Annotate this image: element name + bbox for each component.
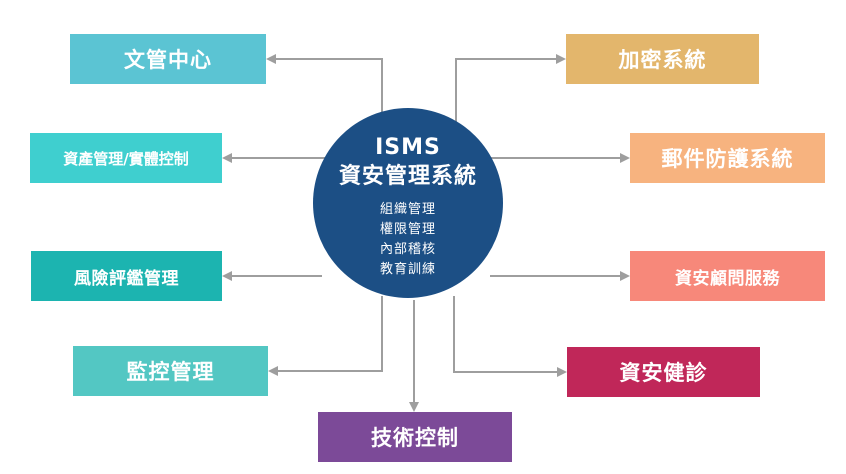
hub-item: 內部稽核 <box>379 242 436 257</box>
connector-docs-center <box>266 54 383 135</box>
node-label: 監控管理 <box>126 360 215 384</box>
hub-item: 權限管理 <box>379 222 436 237</box>
hub-item-list: 組織管理 權限管理 內部稽核 教育訓練 <box>380 200 436 280</box>
node-label: 文管中心 <box>124 48 212 72</box>
node-docs-center: 文管中心 <box>70 34 266 84</box>
node-label: 加密系統 <box>618 48 707 72</box>
node-label: 技術控制 <box>371 426 459 450</box>
node-label: 郵件防護系統 <box>661 147 794 171</box>
connector-monitor-mgmt <box>268 296 383 376</box>
node-asset-mgmt: 資產管理/實體控制 <box>30 133 222 183</box>
node-label: 資安顧問服務 <box>675 268 780 289</box>
node-label: 風險評鑑管理 <box>74 268 179 289</box>
hub-item: 組織管理 <box>379 202 436 217</box>
node-risk-mgmt: 風險評鑑管理 <box>31 251 222 301</box>
isms-hub: ISMS 資安管理系統 組織管理 權限管理 內部稽核 教育訓練 <box>313 108 503 298</box>
node-label: 資安健診 <box>619 361 708 385</box>
connector-encryption <box>455 54 566 135</box>
node-mail-protection: 郵件防護系統 <box>630 133 825 183</box>
hub-item: 教育訓練 <box>379 262 436 277</box>
connector-health-check <box>453 296 567 377</box>
node-encryption: 加密系統 <box>566 34 759 84</box>
node-health-check: 資安健診 <box>567 347 760 397</box>
node-label: 資產管理/實體控制 <box>63 149 189 168</box>
node-consulting: 資安顧問服務 <box>630 251 825 301</box>
node-monitor-mgmt: 監控管理 <box>73 346 268 396</box>
hub-title: ISMS <box>375 135 441 160</box>
node-tech-control: 技術控制 <box>318 412 512 462</box>
hub-subtitle: 資安管理系統 <box>338 164 477 189</box>
